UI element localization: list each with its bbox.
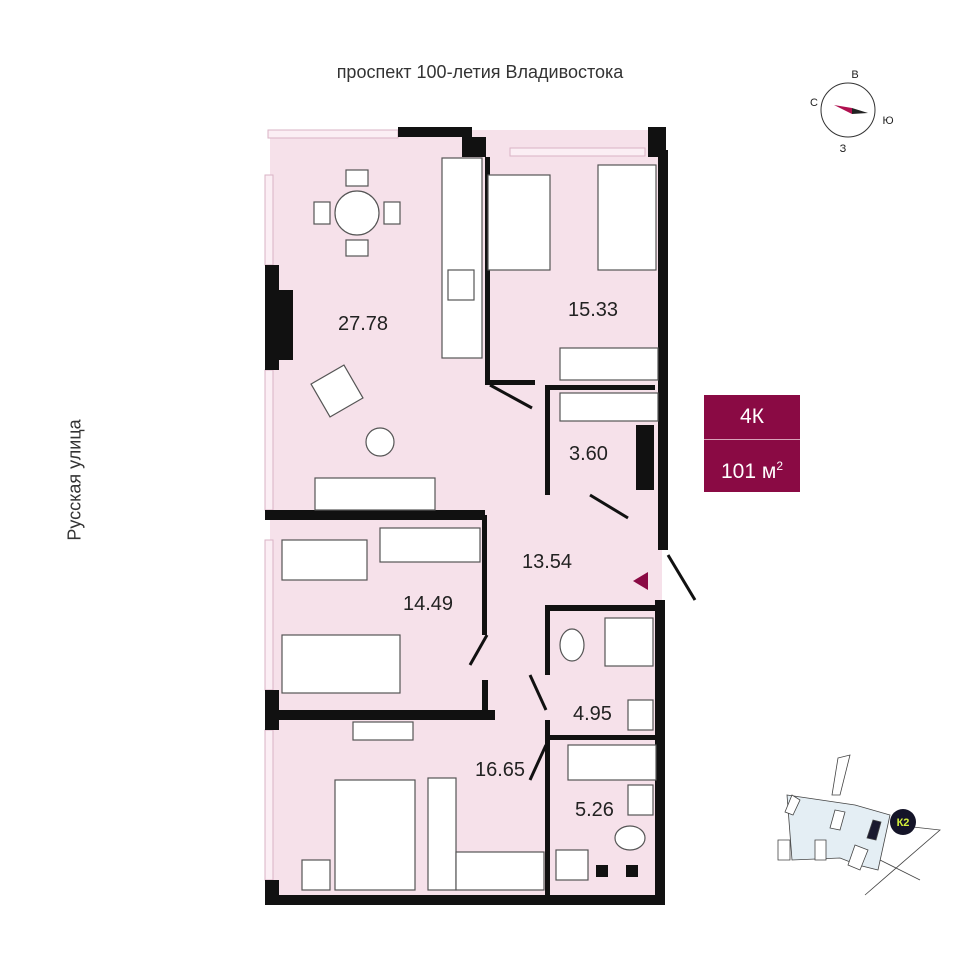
wardrobe-icon — [559, 347, 659, 381]
compass-north: С — [810, 97, 818, 109]
furniture — [281, 157, 659, 891]
chair-icon — [313, 201, 331, 225]
bed-icon — [334, 779, 416, 891]
washbasin-icon — [627, 699, 654, 731]
bed-icon — [597, 164, 657, 271]
compass-needle-north-icon — [834, 105, 852, 114]
room-area-hallway: 13.54 — [522, 551, 572, 573]
room-area-bathroom-2: 5.26 — [575, 799, 614, 821]
room-area-bedroom-top-right: 15.33 — [568, 299, 618, 321]
compass: В С Ю З — [810, 69, 894, 155]
site-building-badge — [890, 809, 916, 835]
bed-icon — [281, 634, 401, 694]
room-area-bedroom-bottom: 16.65 — [475, 759, 525, 781]
sofa-icon — [314, 477, 436, 511]
toilet-icon — [614, 825, 646, 851]
armchair-icon — [310, 364, 364, 418]
room-area-bedroom-middle: 14.49 — [403, 593, 453, 615]
doors — [468, 383, 697, 781]
compass-east: В — [851, 69, 858, 81]
desk-icon — [487, 174, 551, 271]
site-plan: К2 — [777, 754, 941, 896]
entrance-arrow-icon — [633, 572, 648, 590]
compass-south: Ю — [882, 115, 893, 127]
chair-icon — [383, 201, 401, 225]
room-area-bathroom-1: 4.95 — [573, 703, 612, 725]
plant-icon — [365, 427, 395, 457]
toilet-icon — [559, 628, 585, 662]
street-name-top: проспект 100-летия Владивостока — [336, 62, 624, 82]
wardrobe-icon — [559, 392, 659, 422]
apartment-area-value: 101 м — [721, 460, 777, 483]
washbasin-icon — [627, 784, 654, 816]
walls — [265, 127, 668, 905]
site-building-label: К2 — [897, 817, 910, 829]
shower-icon — [604, 617, 654, 667]
apartment-area: 101 м2 — [704, 440, 800, 492]
compass-needle-south-icon — [852, 108, 868, 114]
compass-west: З — [840, 143, 847, 155]
wardrobe-icon — [455, 851, 545, 891]
bathtub-icon — [567, 744, 657, 781]
wardrobe-icon — [427, 777, 457, 891]
chair-icon — [345, 239, 369, 257]
wardrobe-icon — [379, 527, 481, 563]
apartment-badge: 4К 101 м2 — [704, 395, 800, 492]
kitchen-counter-icon — [441, 157, 483, 359]
highlighted-building — [866, 819, 882, 841]
room-area-closet: 3.60 — [569, 443, 608, 465]
desk-icon — [281, 539, 368, 581]
apartment-type: 4К — [704, 395, 800, 440]
nightstand-icon — [301, 859, 331, 891]
room-area-living-kitchen: 27.78 — [338, 313, 388, 335]
dining-table-icon — [334, 190, 380, 236]
chair-icon — [345, 169, 369, 187]
sink-icon — [447, 269, 475, 301]
tv-stand-icon — [352, 721, 414, 741]
apartment-area-unit-sup: 2 — [776, 459, 783, 473]
room-labels: 27.78 15.33 3.60 13.54 14.49 4.95 16.65 … — [338, 299, 618, 821]
washing-machine-icon — [555, 849, 589, 881]
